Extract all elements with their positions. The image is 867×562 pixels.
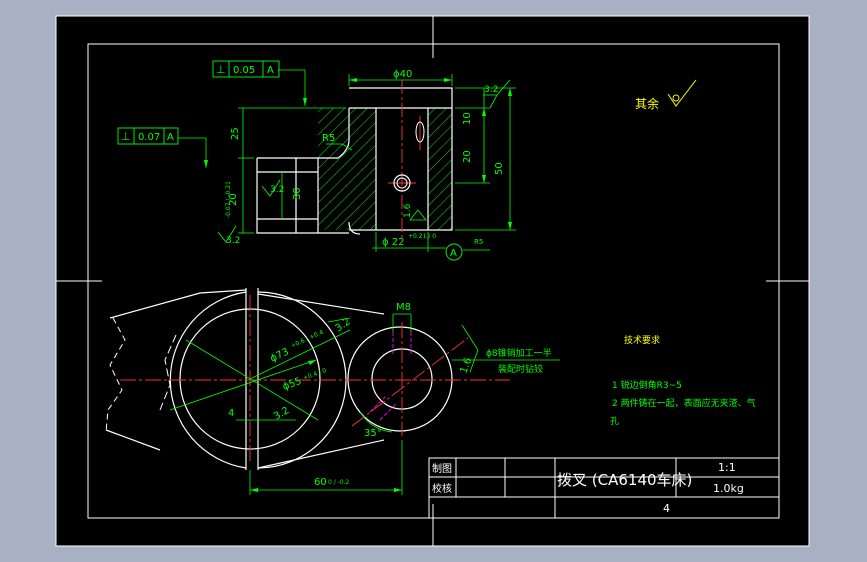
scale-value: 1:1 <box>718 461 736 474</box>
dim-r5-right: R5 <box>474 238 483 246</box>
weight-value: 1.0kg <box>713 482 744 495</box>
dim-w20: 20 <box>228 193 239 206</box>
hatch-right-wall <box>428 108 452 230</box>
part-name: 拨叉 (CA6140车床) <box>557 471 692 489</box>
dim-roughness-16: 1.6 <box>458 356 474 375</box>
dim-phi22-tolerance: +0.21 / 0 <box>408 233 436 240</box>
dim-center-distance: 60 <box>314 477 327 488</box>
dim-h25: 25 <box>230 127 241 140</box>
tolerance-value-lower: 0.07 <box>138 132 160 143</box>
dim-h10: 10 <box>462 112 473 125</box>
tolerance-symbol-lower: ⊥ <box>121 130 131 143</box>
sheet-number: 4 <box>663 502 670 515</box>
checked-by-label: 校核 <box>432 482 452 495</box>
drawn-by-label: 制图 <box>432 462 452 475</box>
front-arm-outline <box>257 108 350 159</box>
dim-phi40: ϕ40 <box>393 69 412 80</box>
dim-width4: 4 <box>228 408 234 419</box>
front-boss-outline <box>349 87 453 231</box>
other-finish-label: 其余 <box>635 96 659 111</box>
tolerance-datum-upper: A <box>267 65 274 76</box>
roughness-top-right: 3.2 <box>484 85 498 95</box>
dim-h30: 30 <box>292 187 303 200</box>
hole-note-line1: ϕ8锥销加工一半 <box>486 347 552 359</box>
tech-notes-title: 技术要求 <box>624 334 660 346</box>
tolerance-frame-lower: ⊥ 0.07 A <box>117 127 179 145</box>
tech-note-item-2: 2 两件铸在一起，表面应无夹渣、气 <box>612 397 756 409</box>
tolerance-value-upper: 0.05 <box>233 65 255 76</box>
tech-note-item-3: 孔 <box>610 416 619 427</box>
hole-note-line2: 装配时钻铰 <box>498 363 543 375</box>
dim-w20-tolerance: -0.07 / -0.21 <box>225 181 232 218</box>
roughness-bore: 1.6 <box>403 203 413 218</box>
centering-marks <box>56 16 809 546</box>
dim-h20: 20 <box>462 150 473 163</box>
dim-m8: M8 <box>396 302 411 313</box>
tech-note-item-1: 1 锐边倒角R3~5 <box>612 379 682 391</box>
dim-angle35: 35° <box>364 428 382 439</box>
tolerance-symbol-upper: ⊥ <box>216 63 226 76</box>
dim-center-distance-tolerance: 0 / -0.2 <box>328 479 350 486</box>
technical-notes: 技术要求 1 锐边倒角R3~5 2 两件铸在一起，表面应无夹渣、气 孔 <box>610 334 756 427</box>
tolerance-datum-lower: A <box>167 132 174 143</box>
other-finish-note: 其余 <box>635 79 697 111</box>
datum-a-label: A <box>450 248 457 259</box>
dim-r5-left: R5 <box>322 133 335 144</box>
front-pin-hole <box>393 174 411 192</box>
tolerance-frame-upper: ⊥ 0.05 A <box>212 60 280 78</box>
dim-h50: 50 <box>494 162 505 175</box>
dim-phi22: ϕ 22 <box>382 237 405 248</box>
hatch-left-wall <box>318 108 376 230</box>
roughness-left-bottom: 3.2 <box>226 236 240 246</box>
roughness-left-mid: 3.2 <box>270 185 284 195</box>
front-side-slot <box>415 121 425 143</box>
title-block: 制图 校核 拨叉 (CA6140车床) 1:1 1.0kg 4 <box>428 457 780 519</box>
front-section-view: ϕ40 R5 25 30 10 20 50 20 ϕ 22 R5 -0.07 /… <box>117 60 516 261</box>
datum-a-marker <box>445 243 463 261</box>
small-boss-outer <box>347 326 453 432</box>
